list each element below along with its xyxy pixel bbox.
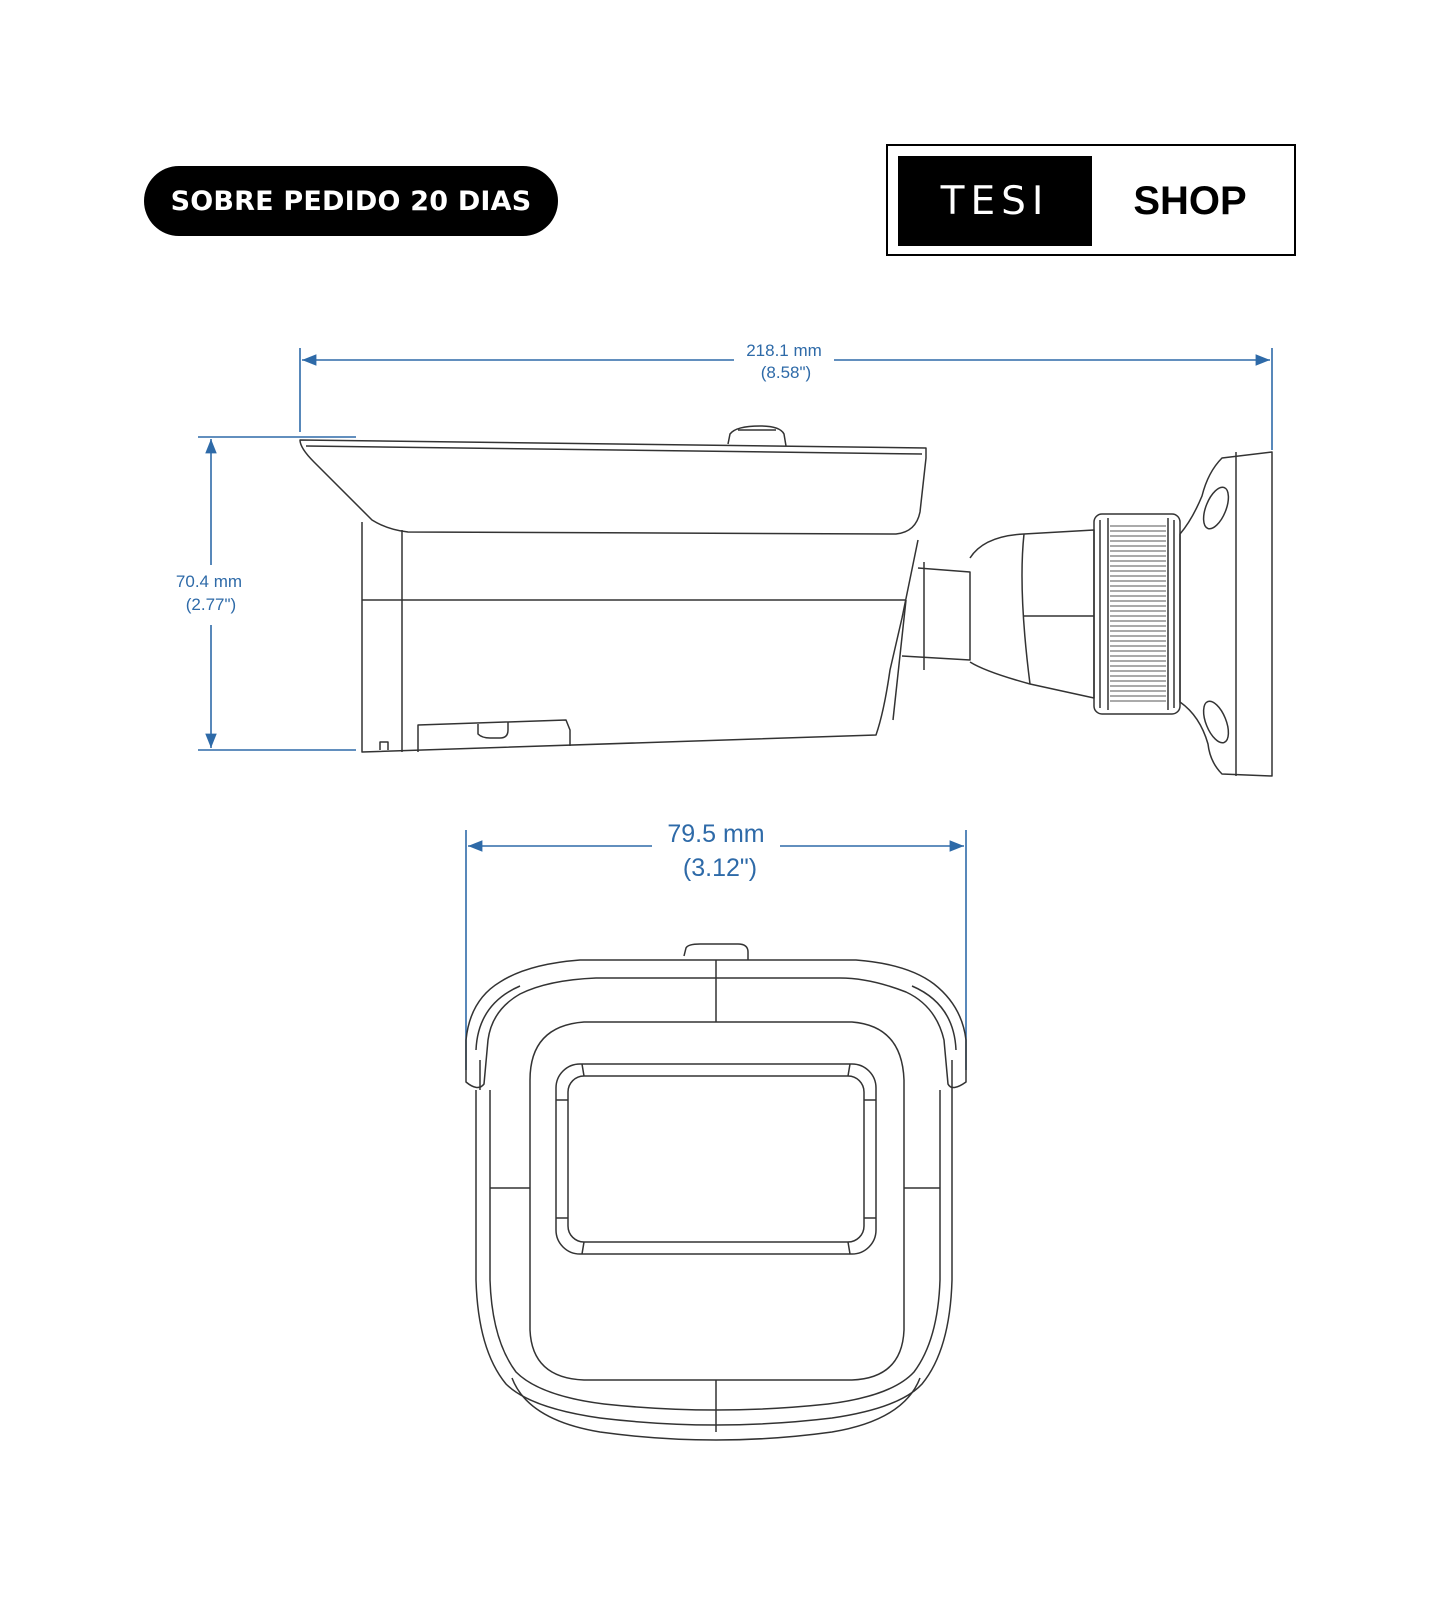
width-dimension: [465, 830, 967, 1070]
length-inch-label: (8.58"): [761, 363, 811, 382]
width-inch-label: (3.12"): [683, 854, 757, 882]
length-dimension: [299, 348, 1273, 450]
brand-logo: TESI SHOP: [886, 144, 1296, 256]
camera-side-view: [299, 425, 1273, 777]
availability-badge: SOBRE PEDIDO 20 DIAS: [144, 166, 558, 236]
length-mm-label: 218.1 mm: [746, 341, 822, 360]
logo-left-text: TESI: [898, 156, 1092, 246]
height-mm-label: 70.4 mm: [176, 572, 242, 591]
nut-knurling: (function(){ var g = document.currentScr…: [1110, 525, 1166, 702]
width-mm-label: 79.5 mm: [667, 820, 764, 848]
logo-right-text: SHOP: [1133, 178, 1247, 223]
camera-front-view: [465, 943, 967, 1441]
height-inch-label: (2.77"): [186, 595, 236, 614]
height-dimension: [198, 436, 356, 751]
